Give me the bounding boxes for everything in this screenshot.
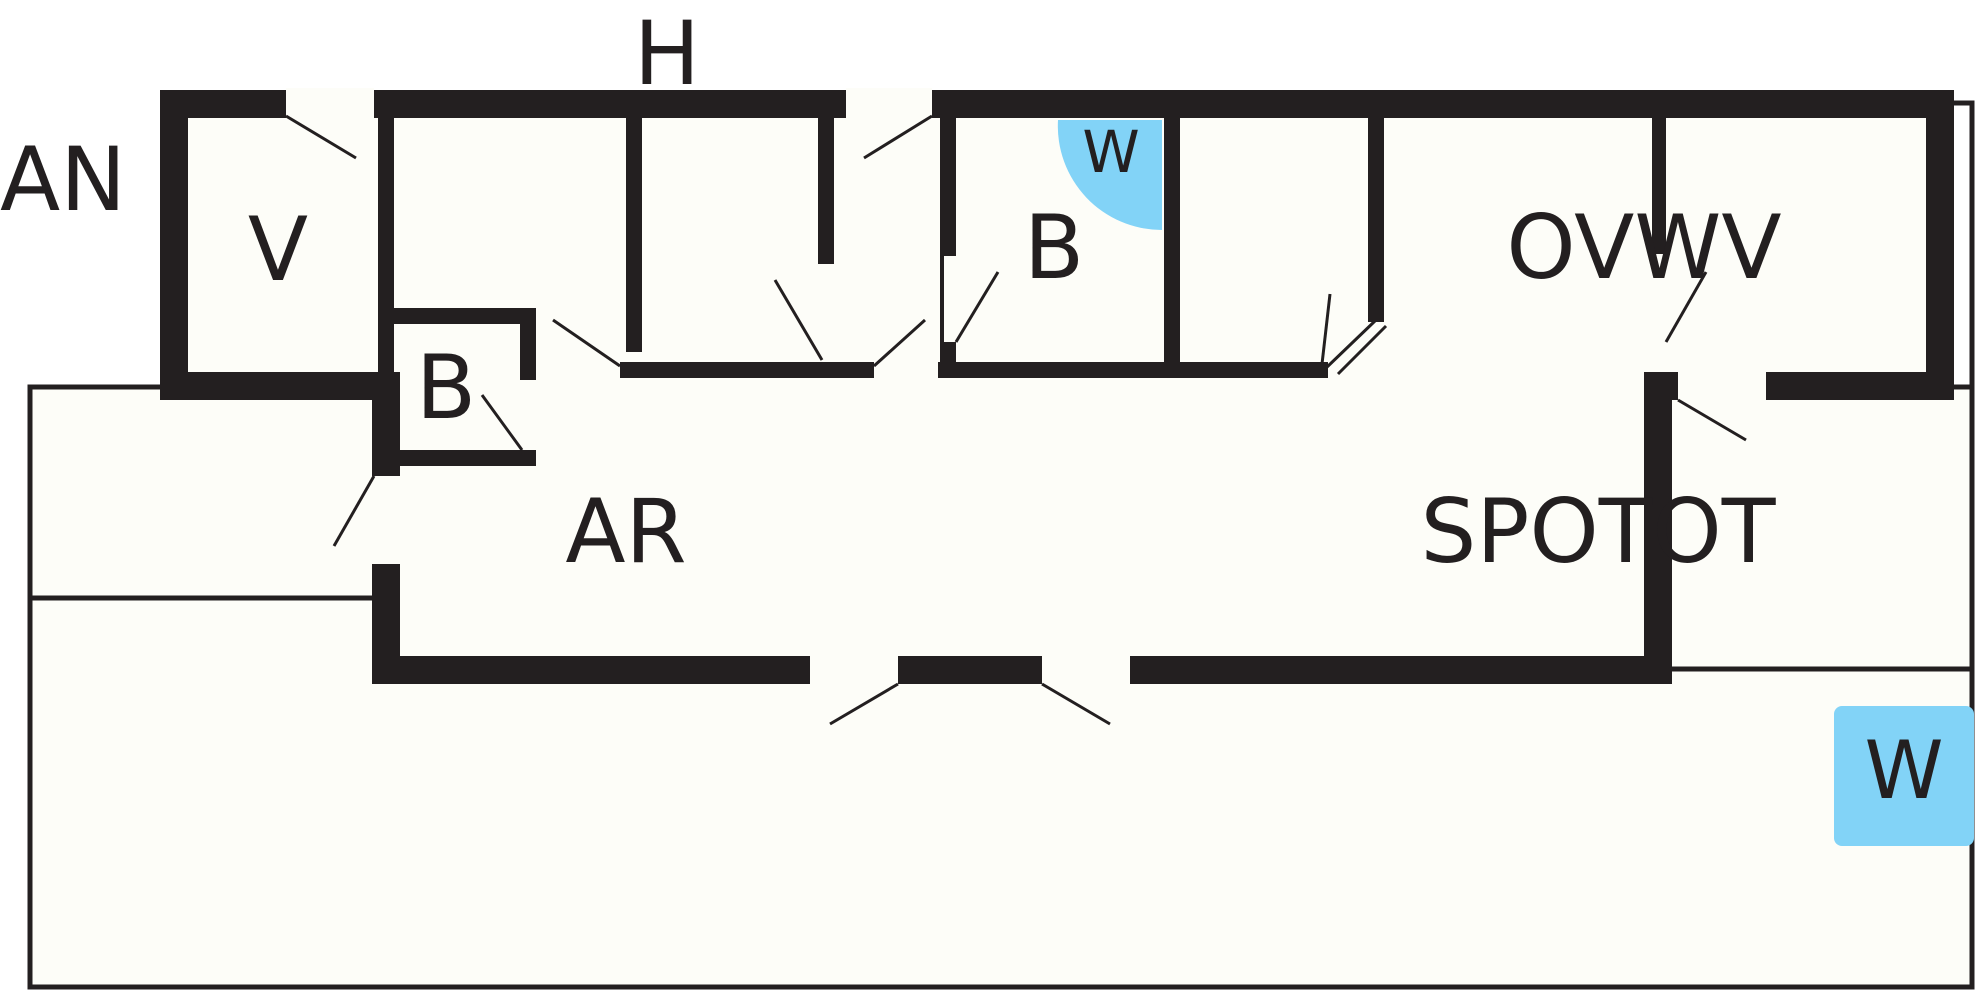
label-room-w-upper: W <box>1082 118 1139 186</box>
label-room-ovwv: OVWV <box>1506 196 1781 299</box>
label-room-b-upper: B <box>1024 196 1084 299</box>
label-h: H <box>634 2 700 105</box>
openings <box>286 88 1766 686</box>
label-an: AN <box>0 128 126 231</box>
label-room-ar: AR <box>565 480 686 583</box>
label-room-w-lower: W <box>1864 724 1943 817</box>
door-swings <box>285 114 1747 726</box>
label-room-spotot: SPOTOT <box>1421 480 1777 583</box>
walls <box>160 90 1954 684</box>
label-room-b-small: B <box>416 336 476 439</box>
water-fixture-upper <box>1057 120 1162 231</box>
water-fixture-lower <box>1834 706 1974 846</box>
label-room-v: V <box>248 198 308 301</box>
